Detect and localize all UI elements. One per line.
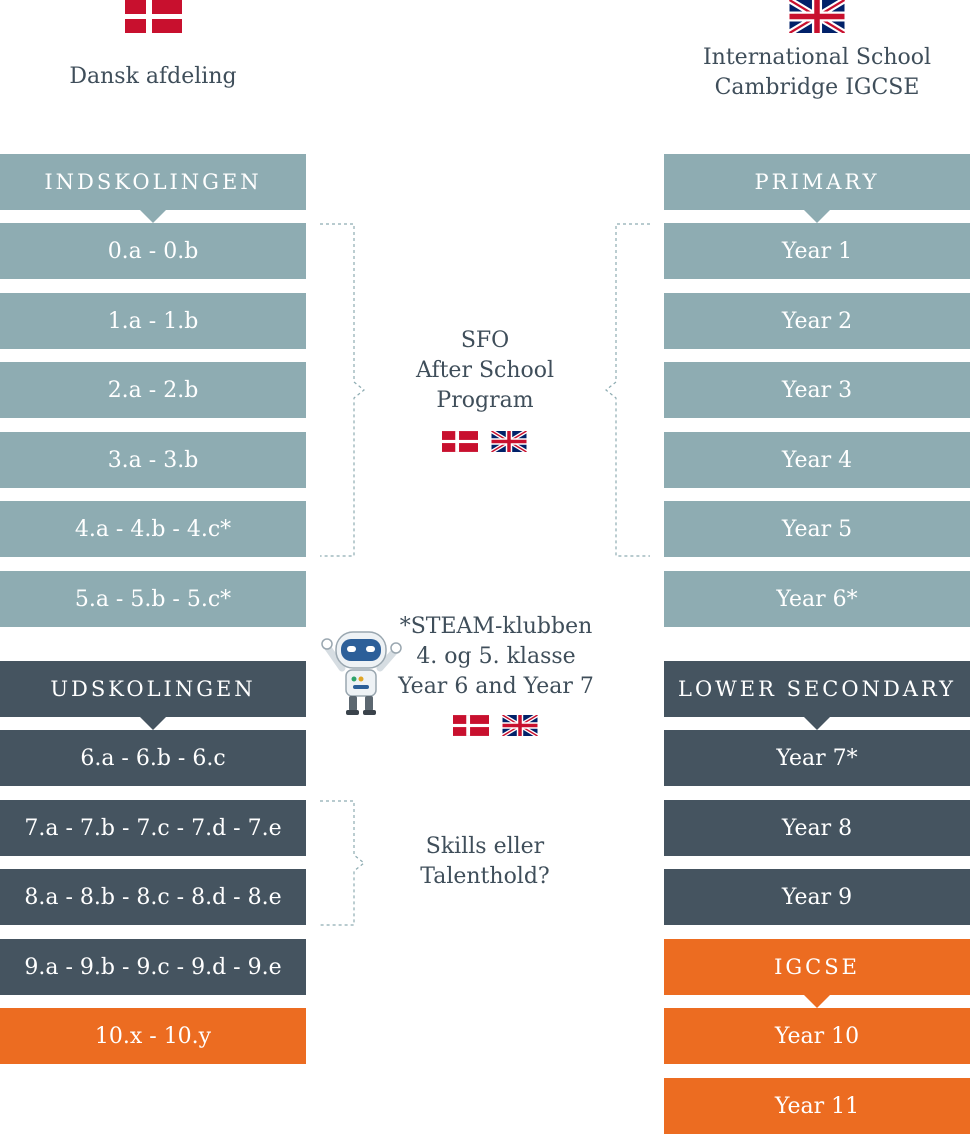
class-row: 5.a - 5.b - 5.c* [0, 571, 306, 627]
robot-mascot-icon [321, 631, 402, 715]
year-row: Year 11 [664, 1078, 970, 1134]
class-row: 4.a - 4.b - 4.c* [0, 501, 306, 557]
year-row: Year 7* [664, 730, 970, 786]
left-caption-text: Dansk afdeling [69, 64, 237, 89]
class-row: 9.a - 9.b - 9.c - 9.d - 9.e [0, 939, 306, 995]
skills-line-1: Skills eller [425, 834, 545, 859]
year-row: Year 5 [664, 501, 970, 557]
skills-bracket [320, 800, 365, 926]
steam-line-1: *STEAM-klubben [399, 614, 593, 639]
right-caption-line-1: International School [702, 45, 932, 70]
class-row: 0.a - 0.b [0, 223, 306, 279]
left-caption: Dansk afdeling [0, 62, 306, 92]
year-row: Year 4 [664, 432, 970, 488]
year-row: Year 10 [664, 1008, 970, 1064]
year-row: Year 1 [664, 223, 970, 279]
sfo-bracket-right [605, 223, 650, 557]
danish-flag-icon [453, 715, 489, 736]
year-row: Year 9 [664, 869, 970, 925]
danish-flag-icon [125, 0, 182, 33]
group-header-primary: PRIMARY [664, 154, 970, 210]
uk-flag-icon [502, 715, 538, 736]
danish-flag-icon [442, 431, 478, 452]
year-row: Year 2 [664, 293, 970, 349]
class-row: 8.a - 8.b - 8.c - 8.d - 8.e [0, 869, 306, 925]
steam-line-3: Year 6 and Year 7 [398, 674, 594, 699]
right-caption: International School Cambridge IGCSE [664, 43, 970, 103]
group-header-indskolingen: INDSKOLINGEN [0, 154, 306, 210]
year-row: Year 6* [664, 571, 970, 627]
sfo-bracket-left [320, 223, 365, 557]
skills-label: Skills eller Talenthold? [385, 832, 585, 892]
uk-flag-icon [789, 0, 845, 33]
group-header-lower-secondary: LOWER SECONDARY [664, 661, 970, 717]
sfo-line-1: SFO [460, 328, 510, 353]
class-row: 6.a - 6.b - 6.c [0, 730, 306, 786]
uk-flag-icon [491, 431, 527, 452]
class-row: 2.a - 2.b [0, 362, 306, 418]
class-row: 1.a - 1.b [0, 293, 306, 349]
sfo-line-3: Program [436, 388, 534, 413]
class-row: 3.a - 3.b [0, 432, 306, 488]
group-header-udskolingen: UDSKOLINGEN [0, 661, 306, 717]
skills-line-2: Talenthold? [420, 864, 550, 889]
year-row: Year 8 [664, 800, 970, 856]
group-header-igcse: IGCSE [664, 939, 970, 995]
class-row-final: 10.x - 10.y [0, 1008, 306, 1064]
steam-label: *STEAM-klubben 4. og 5. klasse Year 6 an… [390, 612, 602, 702]
sfo-line-2: After School [415, 358, 555, 383]
class-row: 7.a - 7.b - 7.c - 7.d - 7.e [0, 800, 306, 856]
right-caption-line-2: Cambridge IGCSE [714, 75, 920, 100]
sfo-label: SFO After School Program [385, 326, 585, 416]
steam-line-2: 4. og 5. klasse [416, 644, 576, 669]
year-row: Year 3 [664, 362, 970, 418]
